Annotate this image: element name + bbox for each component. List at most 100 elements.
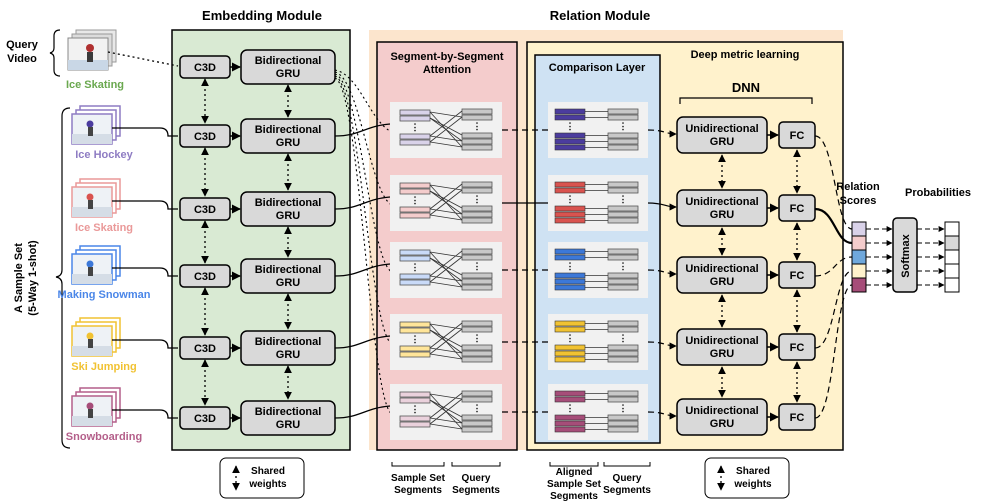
aligned-segments-line2: Sample Set xyxy=(547,479,602,490)
svg-text:Bidirectional: Bidirectional xyxy=(255,197,322,209)
comparison-block-ski-jumping: ⋮⋮ xyxy=(548,314,648,370)
sample-thumbnail-snowboarding xyxy=(71,387,121,427)
embedding-module-panel xyxy=(171,29,351,451)
svg-text:⋮: ⋮ xyxy=(473,333,482,343)
dnn-title: DNN xyxy=(732,80,760,95)
fc-to-score-line xyxy=(814,270,853,349)
query-video-label-line2: Video xyxy=(7,53,37,65)
svg-text:Bidirectional: Bidirectional xyxy=(255,406,322,418)
svg-text:Bidirectional: Bidirectional xyxy=(255,264,322,276)
svg-text:⋮: ⋮ xyxy=(619,403,628,413)
attention-block-ice-skating: ⋮⋮ xyxy=(390,175,502,231)
relation-score-cell xyxy=(851,263,867,279)
svg-text:FC: FC xyxy=(790,412,805,424)
svg-text:Bidirectional: Bidirectional xyxy=(255,124,322,136)
svg-text:⋮: ⋮ xyxy=(566,403,575,413)
sample-thumbnail-ski-jumping xyxy=(71,317,121,357)
thumb-to-c3d-line xyxy=(112,409,178,419)
sample-thumbnail-ice-hockey xyxy=(71,105,121,145)
probability-cell xyxy=(944,249,960,265)
query-to-attention-dotted-line xyxy=(334,73,393,273)
aligned-segments-line3: Segments xyxy=(550,491,598,502)
svg-text:GRU: GRU xyxy=(276,137,301,149)
svg-text:GRU: GRU xyxy=(276,277,301,289)
sample-class-label-making-snowman: Making Snowman xyxy=(58,289,151,301)
query-to-attention-dotted-line xyxy=(334,77,393,415)
svg-text:FC: FC xyxy=(790,270,805,282)
fc-to-score-line xyxy=(814,256,853,277)
probability-cell xyxy=(944,277,960,293)
query-video-label-line1: Query xyxy=(6,39,39,51)
query-video-thumbnail xyxy=(67,29,117,71)
probability-cell xyxy=(944,235,960,251)
svg-text:⋮: ⋮ xyxy=(411,195,420,205)
svg-text:⋮: ⋮ xyxy=(411,404,420,414)
gru-to-attention-line xyxy=(334,263,391,277)
svg-text:⋮: ⋮ xyxy=(473,403,482,413)
svg-text:⋮: ⋮ xyxy=(473,121,482,131)
svg-text:Shared: Shared xyxy=(736,466,770,477)
relation-scores-label-line2: Scores xyxy=(840,195,877,207)
relation-score-cell xyxy=(851,277,867,293)
fc-box-snowboarding: FC xyxy=(778,403,816,431)
svg-text:Unidirectional: Unidirectional xyxy=(685,263,758,275)
sample-set-brace xyxy=(55,107,71,449)
svg-text:⋮: ⋮ xyxy=(619,121,628,131)
c3d-box-ice-skating: C3D xyxy=(179,197,231,221)
c3d-box-ice-hockey: C3D xyxy=(179,124,231,148)
svg-text:⋮: ⋮ xyxy=(473,261,482,271)
thumb-to-c3d-line xyxy=(112,127,178,137)
svg-text:GRU: GRU xyxy=(710,348,735,360)
aligned-segments-line1: Aligned xyxy=(556,467,593,478)
svg-text:⋮: ⋮ xyxy=(566,261,575,271)
query-class-label: Ice Skating xyxy=(66,79,124,91)
comparison-to-dnn-line xyxy=(647,202,677,211)
svg-text:GRU: GRU xyxy=(710,209,735,221)
svg-text:⋮: ⋮ xyxy=(566,333,575,343)
sample-class-label-snowboarding: Snowboarding xyxy=(66,431,142,443)
svg-text:GRU: GRU xyxy=(710,418,735,430)
query-c3d-box: C3D xyxy=(179,55,231,79)
attention-block-making-snowman: ⋮⋮ xyxy=(390,242,502,298)
dnn-shared-weights-legend: Shared weights xyxy=(704,457,790,499)
thumb-to-c3d-line xyxy=(112,267,178,277)
svg-text:Unidirectional: Unidirectional xyxy=(685,335,758,347)
fc-box-ski-jumping: FC xyxy=(778,333,816,361)
sample-set-label-line1: A Sample Set xyxy=(13,243,25,313)
comparison-to-dnn-line xyxy=(647,129,677,138)
svg-text:Softmax: Softmax xyxy=(900,233,912,277)
svg-text:⋮: ⋮ xyxy=(566,121,575,131)
fc-to-score-line xyxy=(814,284,853,419)
sample-thumbnail-ice-skating xyxy=(71,178,121,218)
probability-cell xyxy=(944,221,960,237)
comparison-to-dnn-line xyxy=(647,341,677,350)
comparison-block-ice-hockey: ⋮⋮ xyxy=(548,102,648,158)
svg-text:GRU: GRU xyxy=(710,136,735,148)
softmax-box: Softmax xyxy=(892,217,918,293)
gru-to-attention-line xyxy=(334,335,391,349)
comparison-layer-title: Comparison Layer xyxy=(549,62,646,74)
relation-score-cell xyxy=(851,221,867,237)
attention-title-line1: Segment-by-Segment xyxy=(390,51,503,63)
fc-box-ice-hockey: FC xyxy=(778,121,816,149)
query-input-dotted-line xyxy=(107,51,179,67)
sample-class-label-ice-skating: Ice Skating xyxy=(75,222,133,234)
svg-text:weights: weights xyxy=(733,479,772,490)
svg-text:Unidirectional: Unidirectional xyxy=(685,196,758,208)
gru-to-attention-line xyxy=(334,405,391,419)
svg-text:GRU: GRU xyxy=(276,68,301,80)
svg-text:⋮: ⋮ xyxy=(619,261,628,271)
svg-text:weights: weights xyxy=(248,479,287,490)
query-segments2-line2: Segments xyxy=(603,485,651,496)
sample-class-label-ice-hockey: Ice Hockey xyxy=(75,149,133,161)
comparison-block-making-snowman: ⋮⋮ xyxy=(548,242,648,298)
